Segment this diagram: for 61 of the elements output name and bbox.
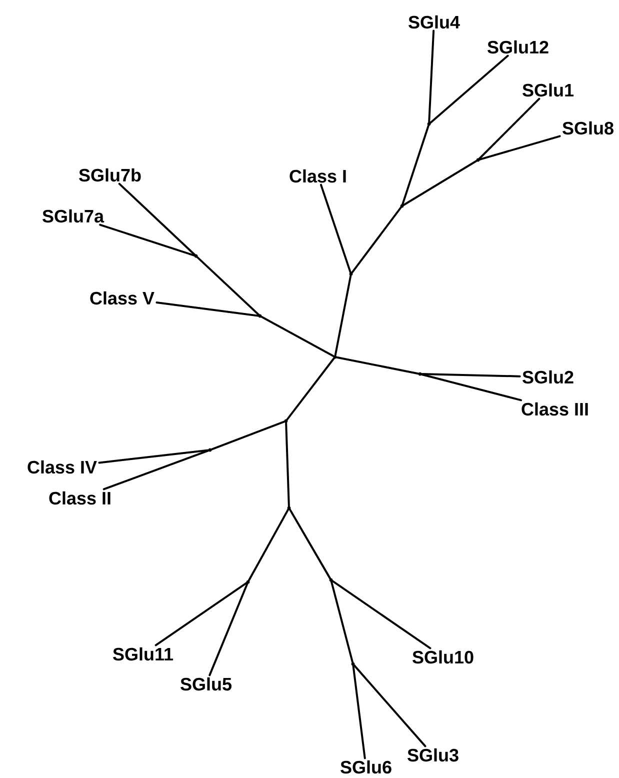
branch-point [349,272,353,276]
leaf-label: SGlu8 [562,121,614,135]
branch-point [329,578,333,582]
branch-point [400,204,404,208]
branch-point [418,372,422,376]
tree-branch [118,182,196,256]
tree-branch [402,124,430,206]
branch-point [476,158,480,162]
leaf-label: SGlu11 [113,647,174,661]
leaf-label: SGlu5 [180,677,232,691]
tree-branch [156,302,260,317]
branch-point [194,254,198,258]
leaf-label: Class V [90,291,154,305]
tree-branch [99,224,196,256]
leaf-label: Class IV [28,460,97,474]
leaf-label: SGlu4 [408,15,460,29]
branch-point [351,662,355,666]
tree-branch [334,274,352,356]
tree-branch [208,582,248,676]
leaf-label: Class III [522,402,588,416]
branch-point [208,448,212,452]
tree-branch [285,422,290,508]
tree-branch [288,508,332,580]
leaf-label: SGlu10 [412,650,474,664]
leaf-label: SGlu7a [42,209,104,223]
tree-branch [332,580,432,650]
branch-point [246,580,250,584]
branch-point [333,355,337,359]
leaf-label: SGlu6 [340,760,392,774]
tree-branch [98,449,210,464]
leaf-label: SGlu7b [79,168,141,182]
tree-branch [478,135,561,160]
tree-branch [429,54,509,124]
tree-branch [420,373,521,378]
tree-branch [402,160,478,206]
branch-point [427,122,431,126]
branch-point [287,506,291,510]
tree-branch [336,356,420,375]
leaf-label: Class I [290,169,346,183]
leaf-label: SGlu3 [408,748,458,762]
tree-branch [478,98,540,160]
tree-branch [260,316,334,358]
leaf-label: SGlu1 [522,83,574,97]
tree-branch [353,664,426,748]
tree-branch [286,358,335,420]
tree-branch [420,373,522,402]
tree-branch [102,450,210,490]
tree-branch [428,30,435,124]
tree-branch [210,420,286,450]
leaf-label: Class II [49,491,110,505]
tree-branch [154,582,248,646]
leaf-label: SGlu12 [488,40,548,54]
branch-point [258,314,262,318]
tree-branch [351,206,402,274]
tree-branch [320,184,352,274]
branch-point [284,419,288,423]
tree-branch [352,664,366,760]
tree-branch [330,580,354,664]
tree-branch [196,256,260,316]
leaf-label: SGlu2 [522,370,574,384]
tree-branch [248,508,290,582]
